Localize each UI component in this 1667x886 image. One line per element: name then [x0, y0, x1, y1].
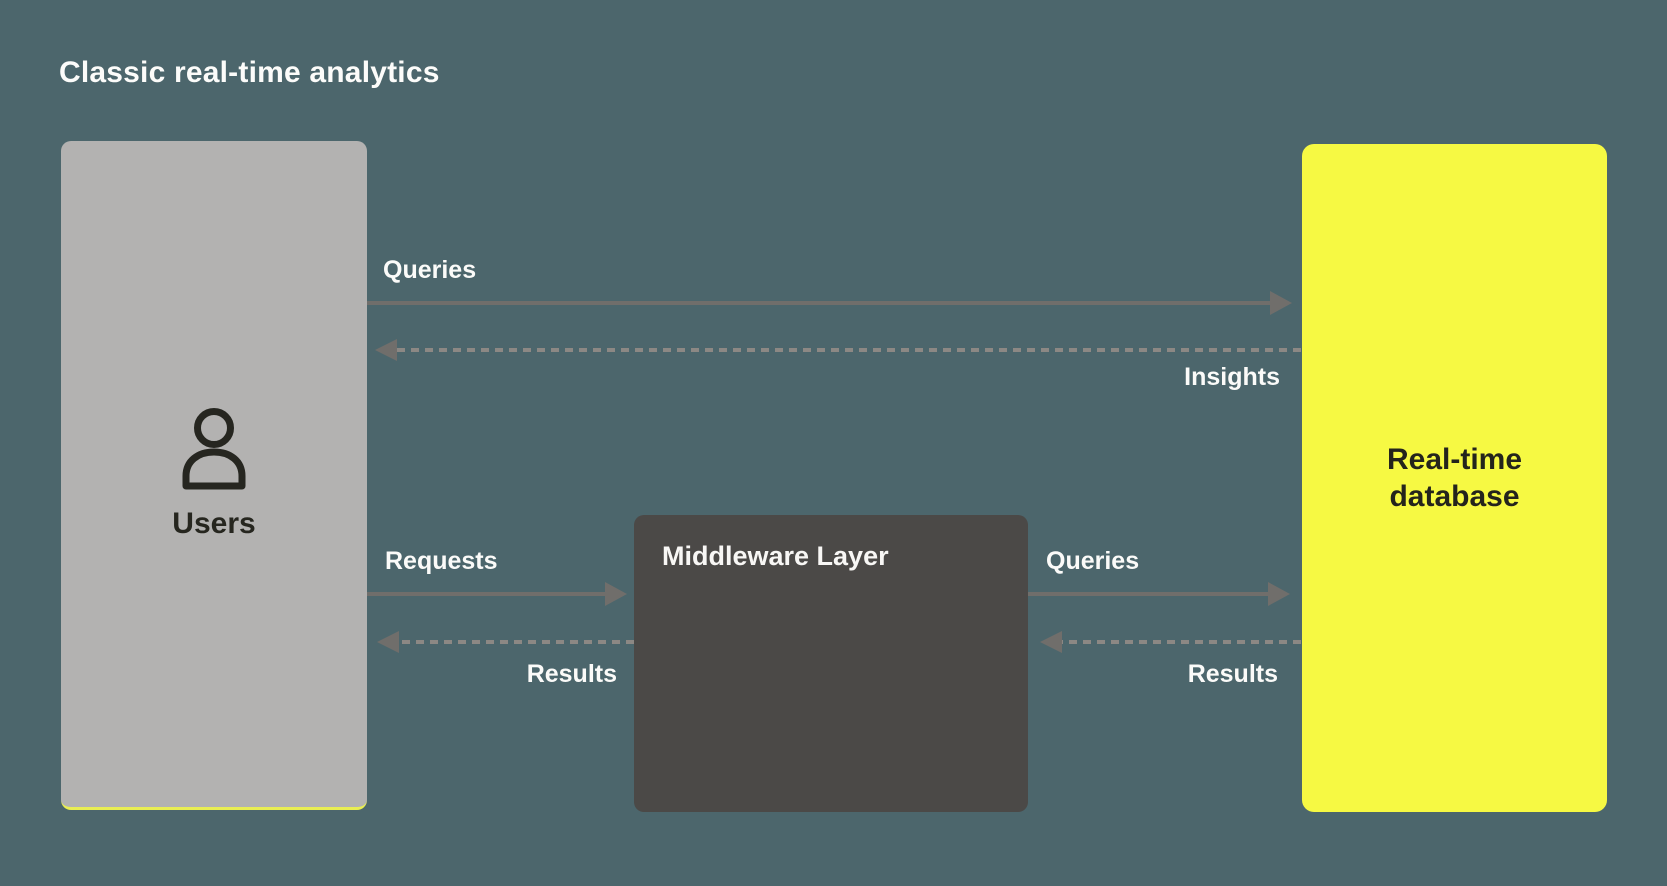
edge-label-results-right: Results [1187, 660, 1278, 688]
arrow-users-to-middleware [367, 582, 627, 606]
edge-label-insights: Insights [1184, 363, 1280, 391]
arrow-middleware-to-users [377, 631, 634, 653]
arrow-database-to-middleware [1040, 631, 1301, 653]
edge-label-results-left: Results [526, 660, 617, 688]
node-users: Users [61, 141, 367, 810]
users-label: Users [172, 507, 256, 540]
diagram-title: Classic real-time analytics [59, 56, 440, 89]
node-middleware: Middleware Layer [634, 515, 1028, 812]
edge-label-requests: Requests [385, 547, 498, 575]
node-database: Real-time database [1302, 144, 1607, 812]
edge-label-queries-top: Queries [383, 256, 477, 284]
middleware-label: Middleware Layer [662, 541, 889, 571]
arrow-database-to-users [375, 339, 1301, 361]
arrow-users-to-database [367, 291, 1292, 315]
database-label: Real-time database [1386, 442, 1523, 514]
edge-label-queries-mid: Queries [1046, 547, 1140, 575]
person-icon [177, 407, 251, 491]
arrow-middleware-to-database [1028, 582, 1290, 606]
